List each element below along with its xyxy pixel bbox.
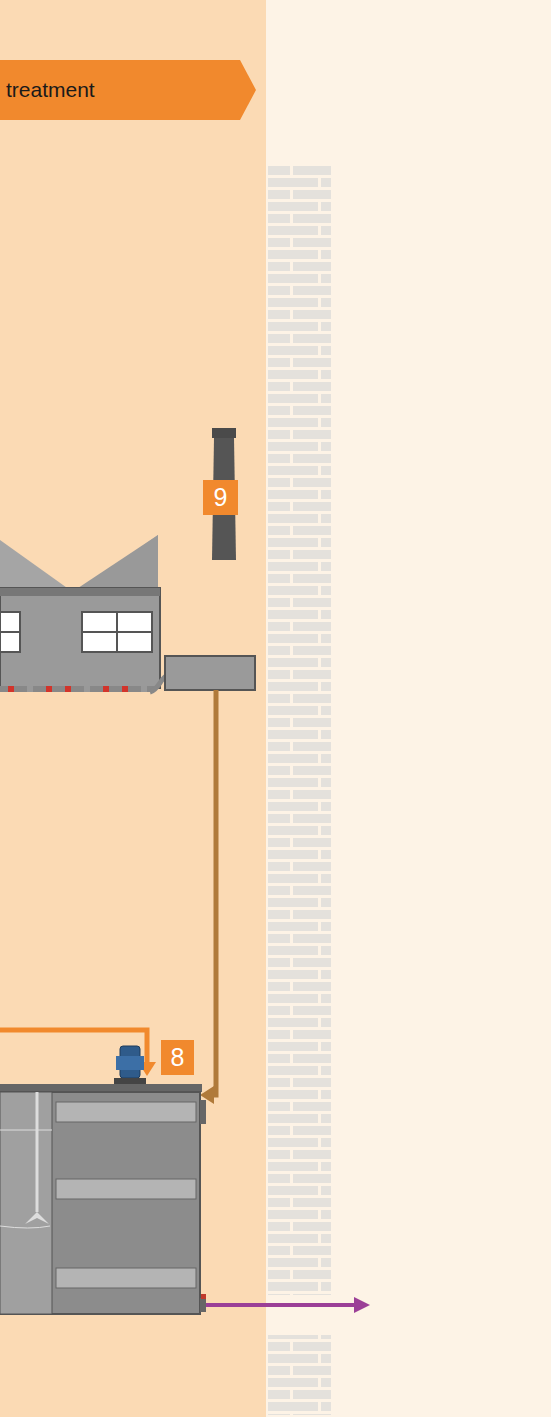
drain-outlet: [27, 686, 33, 692]
banner-band: treatment: [0, 60, 240, 120]
drain-outlets: [8, 686, 147, 692]
callout-number: 9: [203, 480, 238, 515]
tank: [0, 1084, 206, 1314]
callout-number: 8: [161, 1040, 194, 1075]
drain-outlet: [103, 686, 109, 692]
banner-arrow: [0, 60, 256, 120]
process-ground: [0, 0, 266, 1417]
brick-wall: [268, 1335, 334, 1415]
drain-outlet: [122, 686, 128, 692]
factory: [0, 428, 255, 692]
banner-text: treatment: [0, 78, 95, 102]
drain-outlet: [46, 686, 52, 692]
mixer: [25, 1046, 146, 1224]
arrowhead: [354, 1297, 370, 1313]
drain-outlet: [8, 686, 14, 692]
outside-ground: [266, 0, 551, 1417]
drain-outlet: [141, 686, 147, 692]
drain-outlet: [84, 686, 90, 692]
discharge-arrow: [206, 1303, 356, 1307]
brick-wall: [268, 165, 334, 1295]
waste-pipe: [212, 690, 216, 1095]
drain-outlet: [65, 686, 71, 692]
